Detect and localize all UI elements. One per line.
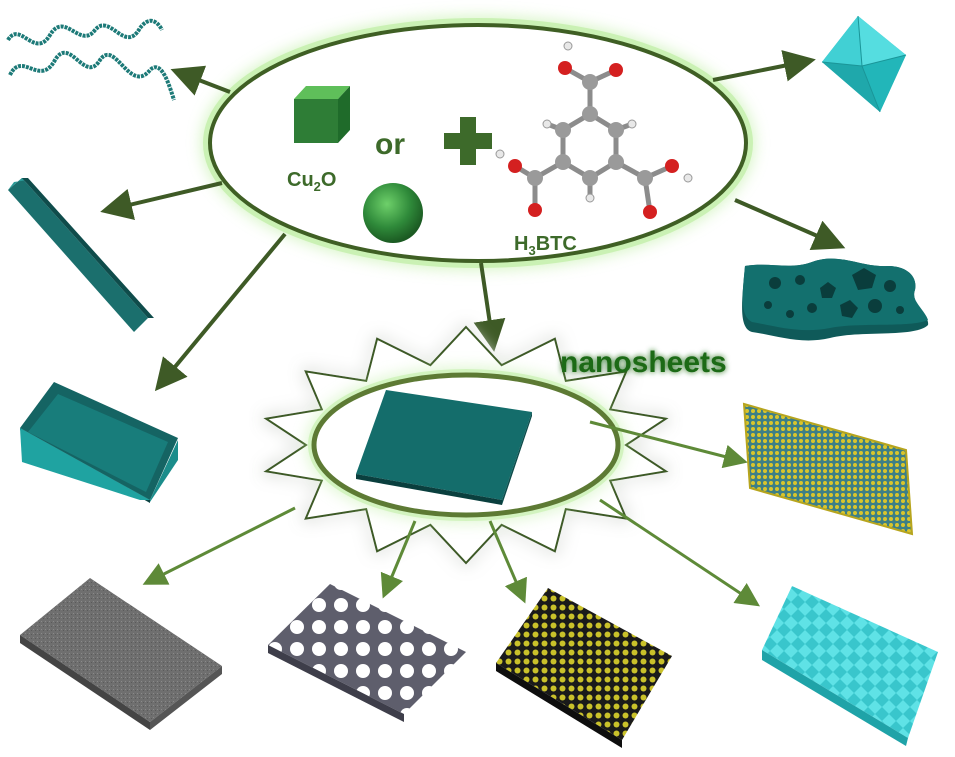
gray-sheet-icon	[20, 578, 222, 730]
arrow-to-atomic-lattice	[589, 420, 748, 469]
atomic-lattice-icon	[742, 402, 914, 536]
arrow-to-porous-membrane	[380, 520, 417, 599]
nanosheet-icon	[356, 390, 532, 505]
cu2o-label: Cu2O	[287, 169, 336, 194]
arrow-to-nanowire	[170, 65, 231, 96]
arrow-to-gold-array	[488, 520, 527, 604]
arrow-to-gray-sheet	[142, 506, 296, 585]
porous-sheet-icon	[742, 258, 929, 341]
nanowire-icon	[6, 18, 176, 101]
or-label: or	[375, 128, 405, 161]
arrow-to-porous-sheet	[734, 198, 846, 251]
nanobox-icon	[20, 382, 178, 503]
gold-array-icon	[496, 588, 672, 748]
porous-membrane-icon	[268, 584, 466, 722]
nanorod-icon	[8, 178, 154, 332]
cu2o-sphere-icon	[363, 183, 423, 243]
plus-icon	[444, 117, 492, 165]
octahedron-icon	[821, 15, 907, 113]
arrow-to-octahedron	[712, 50, 816, 82]
arrow-to-cyan-lattice	[599, 498, 760, 607]
arrow-to-nanobox	[154, 232, 287, 392]
h3btc-molecule-icon	[495, 41, 693, 219]
h3btc-label: H3BTC	[514, 233, 577, 258]
cyan-lattice-icon	[762, 586, 938, 746]
arrow-to-nanorod	[100, 181, 223, 221]
arrow-to-nanosheet	[473, 262, 506, 352]
nanosheets-label: nanosheets	[560, 346, 727, 379]
cu2o-cube-icon	[294, 86, 350, 143]
